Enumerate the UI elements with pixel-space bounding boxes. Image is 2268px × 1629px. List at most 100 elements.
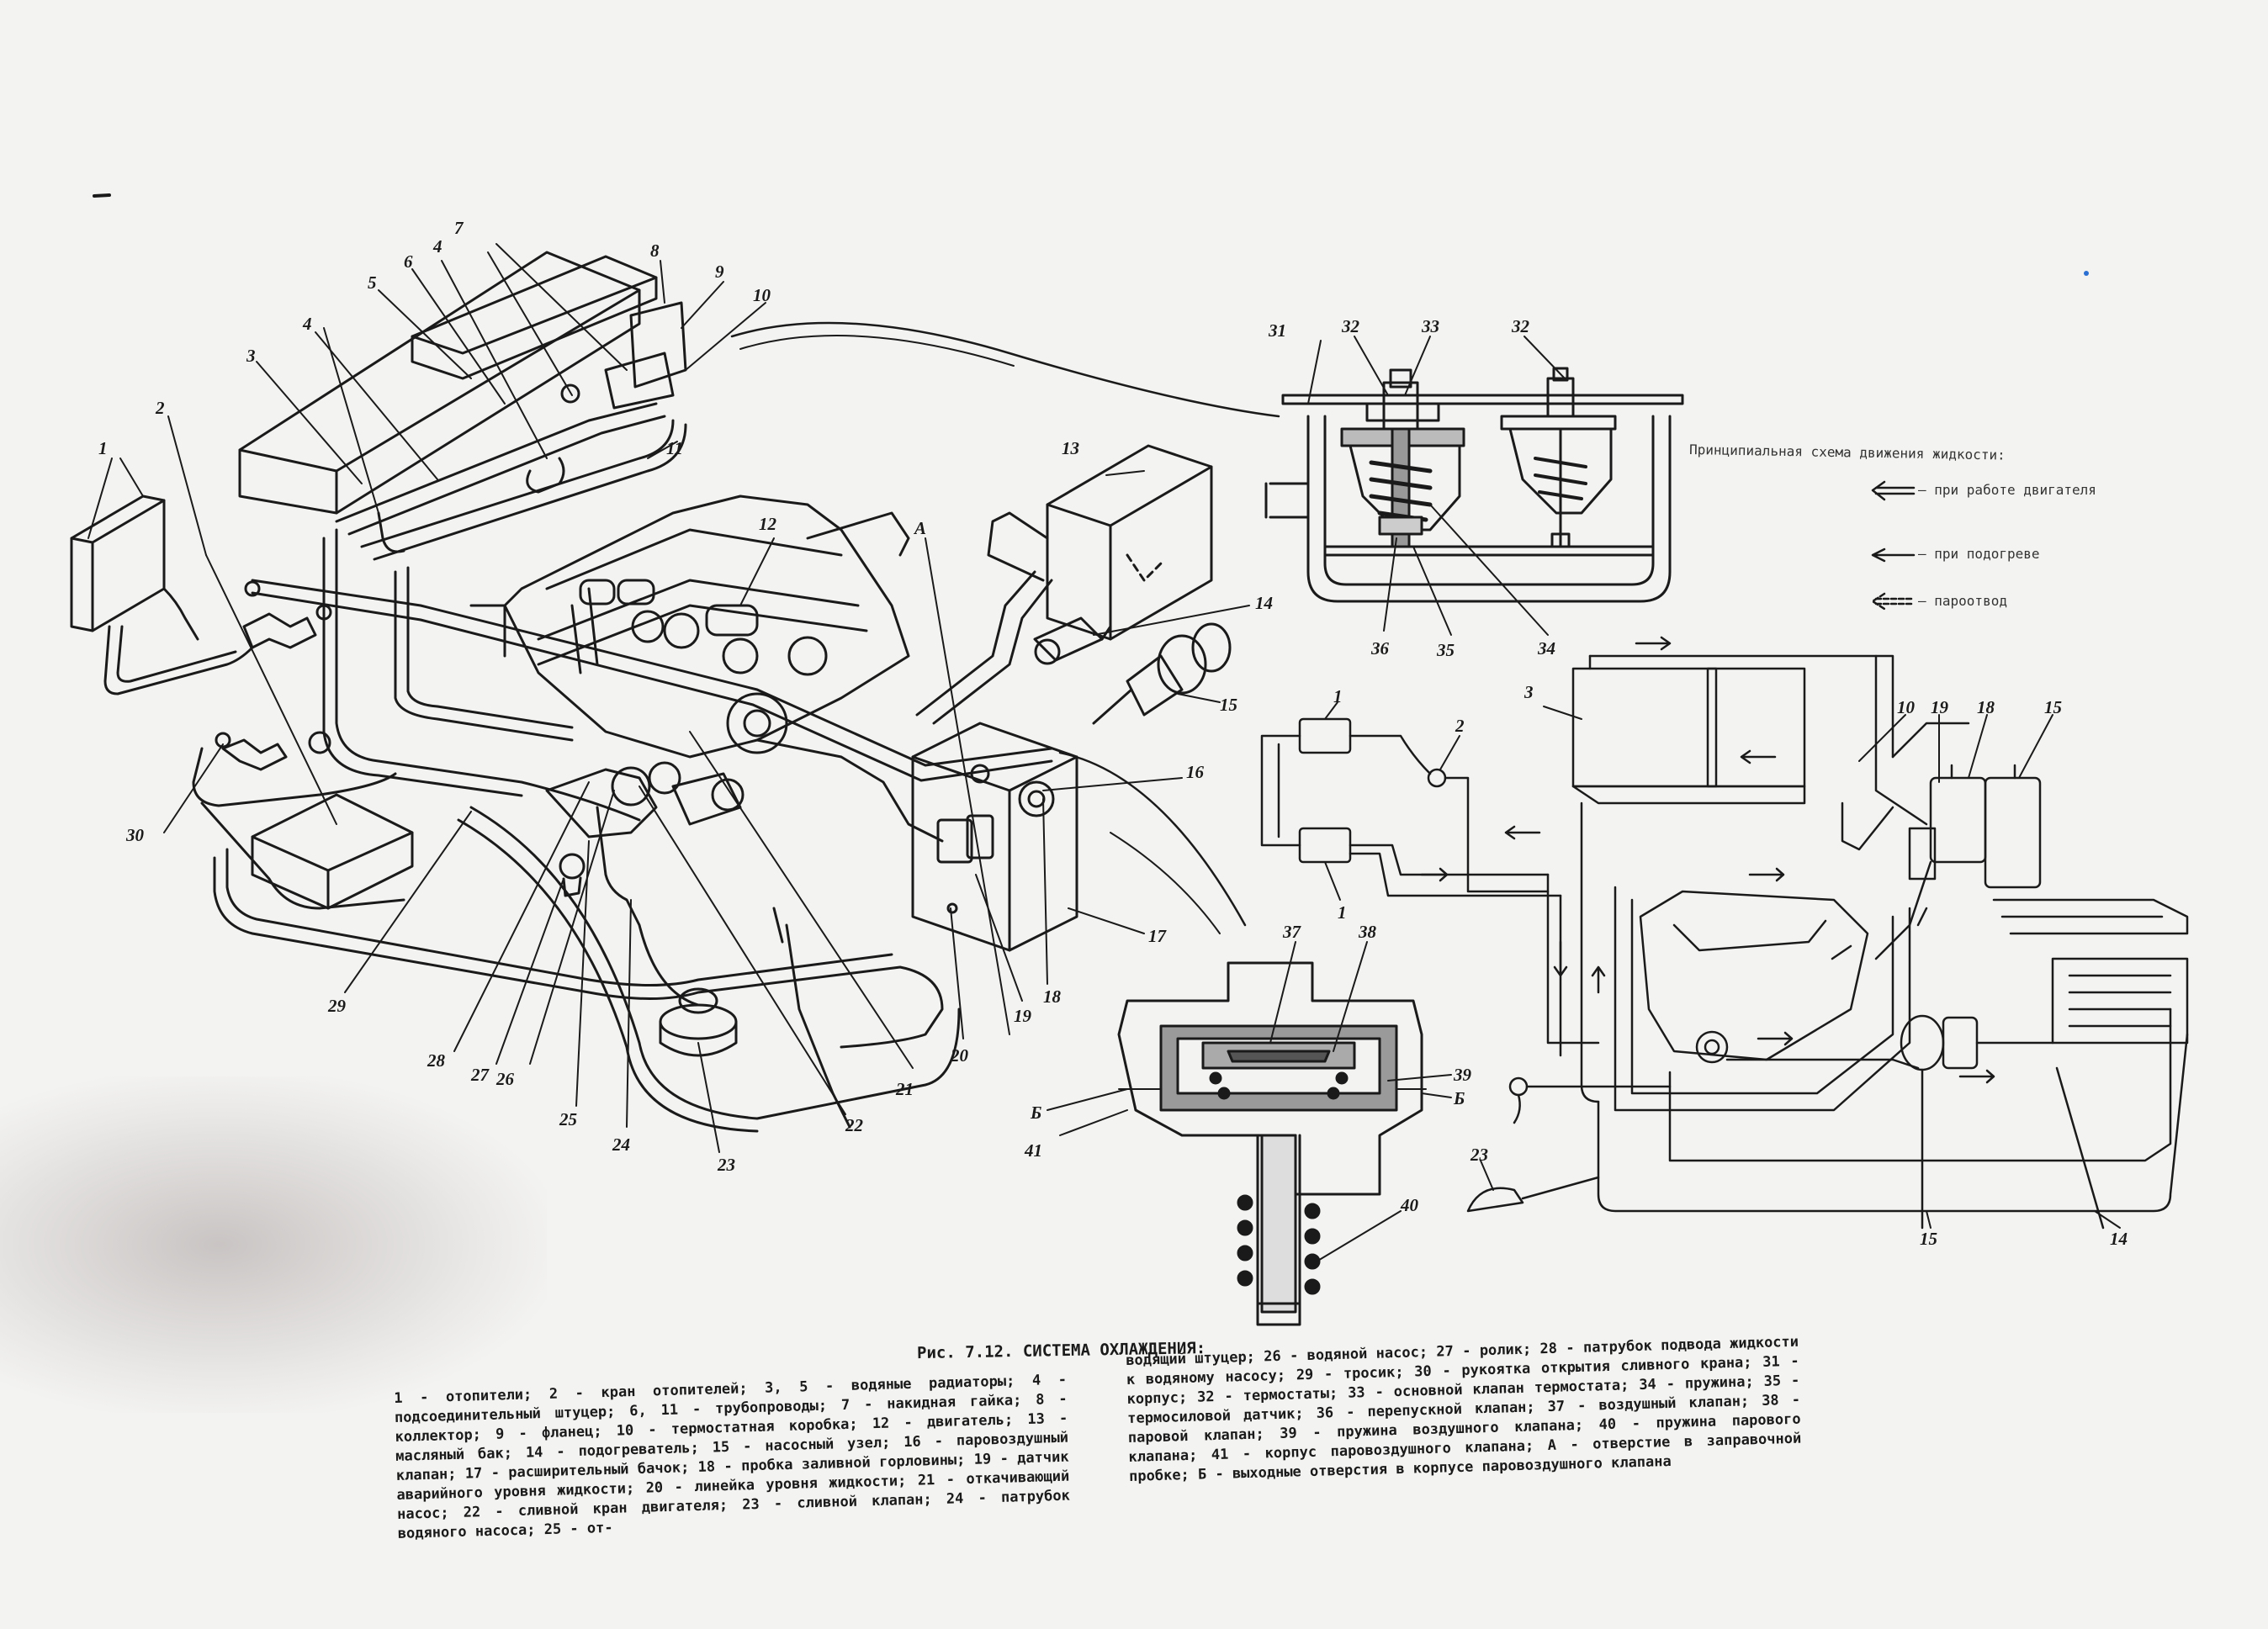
heater-crane xyxy=(242,580,332,649)
oil-pipe xyxy=(932,579,1053,725)
flow-legend: Принципиальная схема движения жидкости: … xyxy=(1689,442,2096,609)
legend-item-engine: — при работе двигателя xyxy=(1918,482,2096,498)
label-35: 35 xyxy=(1436,640,1455,660)
main-pipe xyxy=(251,579,1053,767)
label-27: 27 xyxy=(470,1065,490,1085)
main-pipe xyxy=(322,537,523,797)
label-37: 37 xyxy=(1282,922,1302,942)
schem-label-23: 23 xyxy=(1470,1145,1488,1165)
label-20: 20 xyxy=(950,1045,969,1066)
label-11: 11 xyxy=(666,438,683,458)
leader-lines xyxy=(87,243,1250,1153)
pipe-11 xyxy=(373,423,687,561)
label-13: 13 xyxy=(1062,438,1079,458)
schem-label-2: 2 xyxy=(1455,716,1465,736)
main-pipe xyxy=(394,570,574,742)
label-17: 17 xyxy=(1148,926,1168,946)
label-2: 2 xyxy=(155,398,165,418)
label-28: 28 xyxy=(427,1050,446,1071)
long-pipe xyxy=(457,818,759,1133)
schem-label-3: 3 xyxy=(1523,682,1534,702)
main-pipe xyxy=(335,528,641,822)
label-32b: 32 xyxy=(1511,316,1530,336)
label-22: 22 xyxy=(845,1115,864,1135)
schem-label-15b: 15 xyxy=(1920,1229,1937,1249)
drain-valve xyxy=(659,987,738,1057)
water-pump xyxy=(545,761,745,1007)
label-9: 9 xyxy=(715,262,724,282)
label-32: 32 xyxy=(1341,316,1360,336)
schem-label-14: 14 xyxy=(2110,1229,2128,1249)
label-39: 39 xyxy=(1453,1065,1472,1085)
pump-line xyxy=(772,907,784,944)
schem-label-1b: 1 xyxy=(1338,902,1347,923)
pipe-11 xyxy=(360,419,675,548)
thermostat-section xyxy=(1264,336,1684,636)
label-38: 38 xyxy=(1358,922,1377,942)
label-12: 12 xyxy=(759,514,777,534)
label-34: 34 xyxy=(1537,638,1555,658)
legend-item-preheat: — при подогреве xyxy=(1918,546,2040,562)
pipe-6 xyxy=(335,402,658,523)
label-A: A xyxy=(913,518,926,538)
flow-schematic xyxy=(1260,636,2189,1230)
label-3: 3 xyxy=(246,346,256,366)
label-1: 1 xyxy=(98,438,108,458)
label-33: 33 xyxy=(1421,316,1439,336)
oil-tank xyxy=(1046,444,1213,641)
label-36: 36 xyxy=(1370,638,1390,658)
steam-air-valve-section xyxy=(1047,941,1452,1326)
heater-unit xyxy=(70,495,166,632)
label-18: 18 xyxy=(1043,986,1062,1007)
label-40: 40 xyxy=(1400,1195,1419,1215)
label-B2: Б xyxy=(1453,1088,1465,1108)
label-4: 4 xyxy=(302,314,312,334)
schem-label-18: 18 xyxy=(1977,697,1995,717)
heater-pipe xyxy=(116,625,237,683)
label-24: 24 xyxy=(612,1134,630,1155)
label-8: 8 xyxy=(650,241,660,261)
label-B1: Б xyxy=(1030,1103,1041,1123)
callout-arc xyxy=(739,335,1015,367)
callout-arc xyxy=(1058,751,1247,927)
oil-pipe xyxy=(987,511,1049,582)
figure-caption-left: 1 - отопители; 2 - кран отопителей; 3, 5… xyxy=(394,1371,1071,1542)
label-10: 10 xyxy=(753,285,771,305)
label-4b: 4 xyxy=(432,236,442,257)
preheater xyxy=(1033,616,1112,665)
label-15: 15 xyxy=(1220,695,1237,715)
legend-arrows xyxy=(1871,480,1916,611)
long-pipe xyxy=(225,848,893,986)
long-pipe xyxy=(213,856,944,1049)
label-25: 25 xyxy=(559,1109,577,1129)
callout-arc xyxy=(730,321,1280,418)
label-26: 26 xyxy=(495,1069,515,1089)
expansion-tank xyxy=(911,722,1078,952)
label-21: 21 xyxy=(895,1079,914,1099)
label-19: 19 xyxy=(1014,1006,1032,1026)
schem-label-15: 15 xyxy=(2044,697,2062,717)
label-30: 30 xyxy=(125,825,145,845)
oil-pipe xyxy=(915,570,1036,717)
schem-label-1a: 1 xyxy=(1333,686,1343,706)
radiator-3 xyxy=(238,251,641,515)
pump-unit xyxy=(1092,622,1232,725)
stray-mark xyxy=(93,193,111,198)
label-6: 6 xyxy=(404,251,413,272)
main-pipe xyxy=(406,566,574,729)
label-23: 23 xyxy=(717,1155,735,1175)
legend-item-steam: — пароотвод xyxy=(1918,593,2007,609)
label-31: 31 xyxy=(1268,320,1286,341)
drain-cable xyxy=(192,731,405,910)
collector xyxy=(560,301,687,410)
label-29: 29 xyxy=(327,996,347,1016)
heater-pipe xyxy=(103,625,254,695)
part-labels: 1 2 3 4 5 6 4 7 8 9 10 11 12 13 14 15 16… xyxy=(98,218,2128,1249)
label-14: 14 xyxy=(1255,593,1273,613)
label-41: 41 xyxy=(1024,1140,1042,1161)
heater-pipe xyxy=(162,587,199,641)
engine xyxy=(469,495,944,843)
pump-line xyxy=(785,923,851,1129)
label-7: 7 xyxy=(454,218,464,238)
